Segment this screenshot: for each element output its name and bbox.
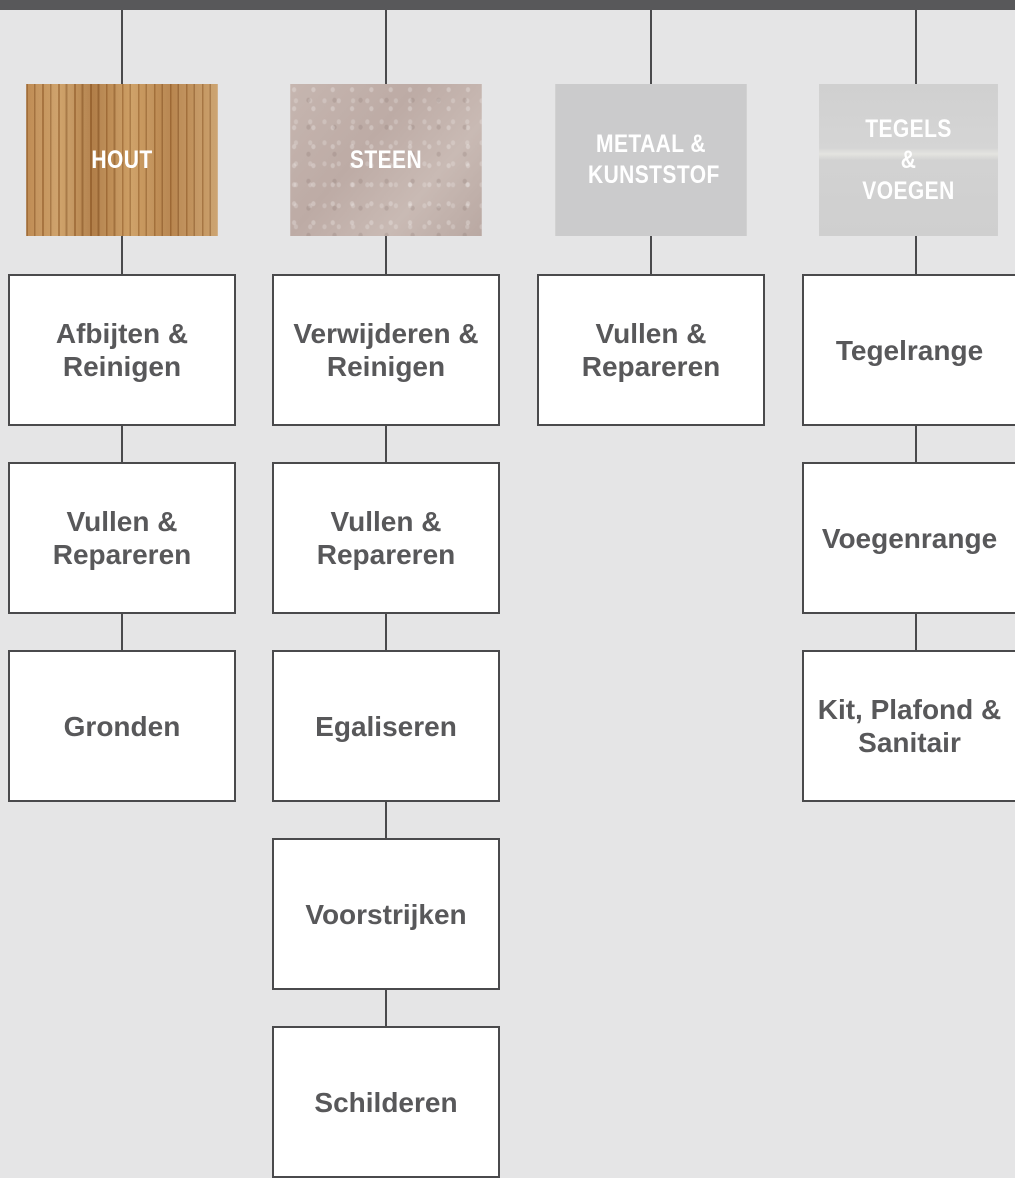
box-label: Voorstrijken	[305, 898, 467, 930]
box-label: Afbijten & Reinigen	[55, 318, 189, 382]
top-bar	[0, 0, 1015, 10]
box-label: Schilderen	[314, 1086, 458, 1118]
category-hout[interactable]: HOUT	[26, 84, 218, 236]
category-hout-label: HOUT	[91, 145, 153, 174]
category-steen[interactable]: STEEN	[290, 84, 482, 236]
box-label: Kit, Plafond & Sanitair	[817, 694, 1002, 758]
metaal-vullen-repareren[interactable]: Vullen & Repareren	[537, 274, 765, 426]
steen-voorstrijken[interactable]: Voorstrijken	[272, 838, 500, 990]
hout-gronden[interactable]: Gronden	[8, 650, 236, 802]
tegels-voegenrange[interactable]: Voegenrange	[802, 462, 1015, 614]
category-tegels-voegen[interactable]: TEGELS & VOEGEN	[819, 84, 998, 236]
steen-verwijderen-reinigen[interactable]: Verwijderen & Reinigen	[272, 274, 500, 426]
tegels-tegelrange[interactable]: Tegelrange	[802, 274, 1015, 426]
box-label: Gronden	[63, 710, 181, 742]
hout-vullen-repareren[interactable]: Vullen & Repareren	[8, 462, 236, 614]
box-label: Vullen & Repareren	[316, 506, 456, 570]
box-label: Voegenrange	[821, 522, 998, 554]
box-label: Vullen & Repareren	[581, 318, 721, 382]
hout-afbijten-reinigen[interactable]: Afbijten & Reinigen	[8, 274, 236, 426]
steen-schilderen[interactable]: Schilderen	[272, 1026, 500, 1178]
box-label: Tegelrange	[835, 334, 984, 366]
category-steen-label: STEEN	[349, 145, 423, 174]
category-metaal-label: METAAL & KUNSTSTOF	[588, 130, 720, 189]
box-label: Vullen & Repareren	[52, 506, 192, 570]
category-metaal-kunststof[interactable]: METAAL & KUNSTSTOF	[555, 84, 747, 236]
box-label: Verwijderen & Reinigen	[293, 318, 479, 382]
steen-vullen-repareren[interactable]: Vullen & Repareren	[272, 462, 500, 614]
category-tegels-label: TEGELS & VOEGEN	[862, 114, 955, 205]
box-label: Egaliseren	[315, 710, 457, 742]
tegels-kit-plafond-sanitair[interactable]: Kit, Plafond & Sanitair	[802, 650, 1015, 802]
steen-egaliseren[interactable]: Egaliseren	[272, 650, 500, 802]
